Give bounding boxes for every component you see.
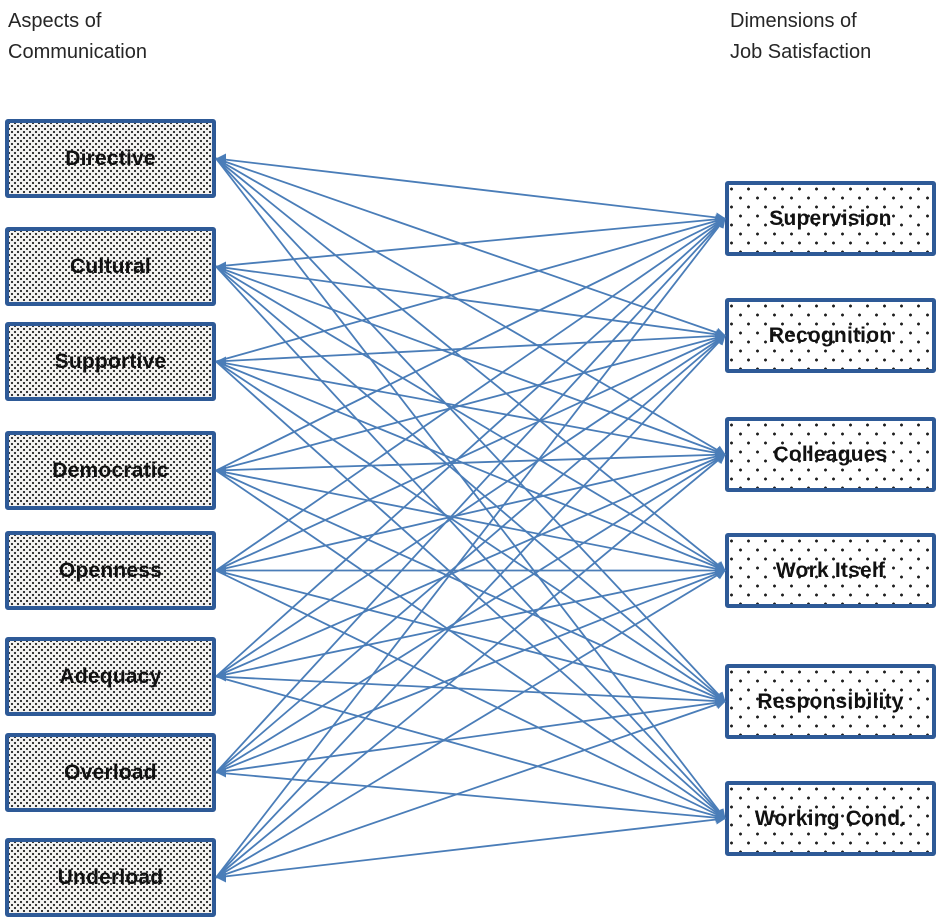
right-column-header: Dimensions of Job Satisfaction bbox=[730, 10, 872, 63]
edge-overload-to-work-itself bbox=[215, 569, 726, 774]
edge-cultural-to-working-cond bbox=[215, 265, 726, 820]
edge-openness-to-responsibility bbox=[215, 569, 726, 705]
edge-origin-knot bbox=[216, 153, 226, 164]
edge-origin-knot bbox=[216, 465, 226, 476]
left-box-label: Underload bbox=[57, 865, 164, 889]
edge-openness-to-colleagues bbox=[215, 451, 726, 572]
right-box-working-cond: Working Cond. bbox=[725, 781, 936, 856]
edge-cultural-to-recognition bbox=[215, 265, 726, 340]
right-box-label: Colleagues bbox=[773, 442, 888, 466]
edge-overload-to-colleagues bbox=[215, 453, 726, 774]
edge-directive-to-working-cond bbox=[215, 157, 726, 820]
edge-cultural-to-responsibility bbox=[215, 265, 726, 703]
left-box-label: Democratic bbox=[52, 458, 169, 482]
edge-supportive-to-work-itself bbox=[215, 360, 726, 572]
edge-cultural-to-work-itself bbox=[215, 265, 726, 572]
edge-openness-to-supervision bbox=[215, 217, 726, 572]
edge-cultural-to-supervision bbox=[215, 214, 726, 268]
edge-directive-to-responsibility bbox=[215, 157, 726, 703]
edge-underload-to-work-itself bbox=[215, 569, 726, 879]
left-box-democratic: Democratic bbox=[5, 431, 216, 510]
edge-overload-to-supervision bbox=[215, 217, 726, 774]
right-box-label: Supervision bbox=[769, 206, 892, 230]
right-box-supervision: Supervision bbox=[725, 181, 936, 256]
left-box-cultural: Cultural bbox=[5, 227, 216, 306]
edge-adequacy-to-work-itself bbox=[215, 567, 726, 678]
right-box-label: Working Cond. bbox=[754, 806, 907, 830]
left-box-underload: Underload bbox=[5, 838, 216, 917]
edge-openness-to-recognition bbox=[215, 334, 726, 572]
right-box-label: Responsibility bbox=[757, 689, 904, 713]
edge-adequacy-to-responsibility bbox=[215, 675, 726, 707]
edge-supportive-to-responsibility bbox=[215, 360, 726, 703]
edge-supportive-to-colleagues bbox=[215, 360, 726, 458]
right-box-label: Recognition bbox=[768, 323, 893, 347]
edge-supportive-to-supervision bbox=[215, 216, 726, 363]
edge-adequacy-to-colleagues bbox=[215, 453, 726, 678]
left-box-label: Cultural bbox=[70, 254, 151, 278]
right-box-recognition: Recognition bbox=[725, 298, 936, 373]
edge-origin-knot bbox=[216, 872, 226, 883]
edge-adequacy-to-supervision bbox=[215, 217, 726, 678]
left-box-openness: Openness bbox=[5, 531, 216, 610]
edge-underload-to-recognition bbox=[215, 334, 726, 879]
left-box-label: Supportive bbox=[54, 349, 167, 373]
left-box-overload: Overload bbox=[5, 733, 216, 812]
edge-directive-to-supervision bbox=[215, 157, 726, 223]
edge-origin-knot bbox=[216, 767, 226, 778]
edge-democratic-to-work-itself bbox=[215, 469, 726, 574]
edge-directive-to-colleagues bbox=[215, 157, 726, 456]
left-box-label: Adequacy bbox=[59, 664, 162, 688]
edge-underload-to-colleagues bbox=[215, 453, 726, 879]
edge-democratic-to-responsibility bbox=[215, 469, 726, 703]
edge-origin-knot bbox=[216, 671, 226, 682]
left-box-label: Overload bbox=[64, 760, 157, 784]
left-box-supportive: Supportive bbox=[5, 322, 216, 401]
right-box-label: Work Itself bbox=[775, 558, 886, 582]
edge-underload-to-responsibility bbox=[215, 699, 726, 879]
edge-democratic-to-supervision bbox=[215, 217, 726, 472]
left-box-adequacy: Adequacy bbox=[5, 637, 216, 716]
left-box-label: Directive bbox=[65, 146, 156, 170]
edge-overload-to-responsibility bbox=[215, 697, 726, 774]
edge-adequacy-to-working-cond bbox=[215, 675, 726, 821]
edge-supportive-to-working-cond bbox=[215, 360, 726, 820]
right-box-colleagues: Colleagues bbox=[725, 417, 936, 492]
edge-adequacy-to-recognition bbox=[215, 334, 726, 678]
edge-origin-knot bbox=[216, 565, 226, 576]
left-column-header: Aspects of Communication bbox=[8, 10, 147, 63]
left-box-directive: Directive bbox=[5, 119, 216, 198]
edge-democratic-to-working-cond bbox=[215, 469, 726, 820]
edge-supportive-to-recognition bbox=[215, 330, 726, 363]
edge-cultural-to-colleagues bbox=[215, 265, 726, 457]
left-box-label: Openness bbox=[58, 558, 163, 582]
edge-directive-to-work-itself bbox=[215, 157, 726, 572]
edge-underload-to-supervision bbox=[215, 217, 726, 879]
edge-origin-knot bbox=[216, 261, 226, 272]
right-box-work-itself: Work Itself bbox=[725, 533, 936, 608]
edge-overload-to-recognition bbox=[215, 334, 726, 774]
edge-democratic-to-colleagues bbox=[215, 449, 726, 472]
edge-underload-to-working-cond bbox=[215, 814, 726, 879]
right-box-responsibility: Responsibility bbox=[725, 664, 936, 739]
edge-origin-knot bbox=[216, 356, 226, 367]
edge-directive-to-recognition bbox=[215, 157, 726, 338]
edge-overload-to-working-cond bbox=[215, 771, 726, 823]
edge-democratic-to-recognition bbox=[215, 332, 726, 472]
edge-openness-to-working-cond bbox=[215, 569, 726, 820]
